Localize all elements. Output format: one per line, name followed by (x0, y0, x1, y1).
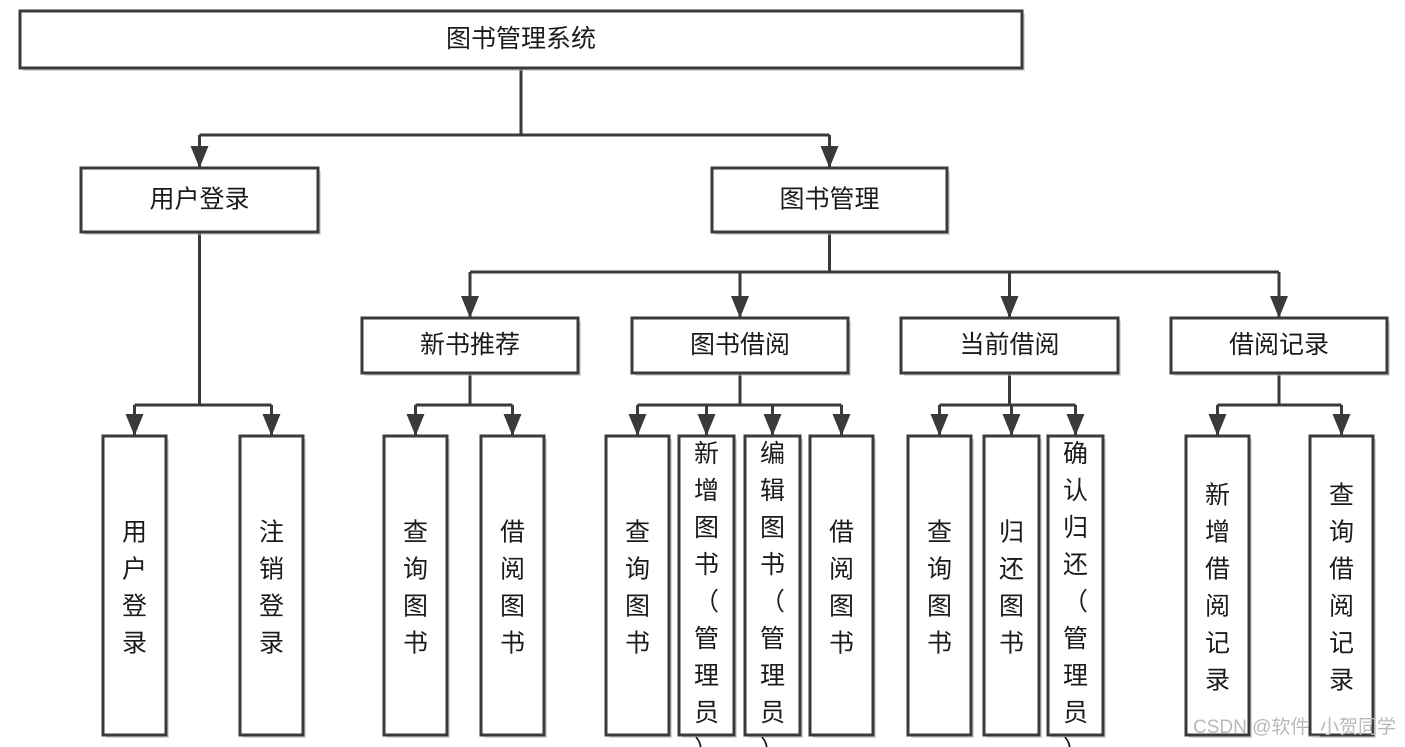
arrow-head-icon (1270, 296, 1288, 318)
arrow-head-icon (190, 146, 209, 168)
node-label: 借阅图书 (829, 518, 854, 657)
arrow-head-icon (1002, 414, 1021, 436)
node-leaf-book_borrow-2[interactable]: 新增图书（管理员） (677, 434, 737, 747)
node-rect[interactable] (79, 166, 320, 234)
node-rect[interactable] (677, 434, 736, 737)
node-rect[interactable] (899, 316, 1120, 375)
node-rect[interactable] (360, 316, 580, 375)
node-rect[interactable] (101, 434, 168, 737)
node-label: 确认归还（管理员） (1063, 440, 1088, 747)
node-level3-4[interactable]: 借阅记录 (1169, 316, 1390, 376)
node-rect[interactable] (982, 434, 1041, 737)
node-label: 查询图书 (403, 518, 428, 657)
node-level2-1[interactable]: 用户登录 (79, 166, 321, 235)
arrow-head-icon (930, 414, 949, 436)
node-label: 借阅图书 (500, 518, 525, 657)
node-label: 图书借阅 (690, 331, 790, 359)
arrow-head-icon (461, 296, 479, 318)
node-leaf-book_borrow-4[interactable]: 借阅图书 (808, 434, 876, 738)
node-leaf-book_borrow-1[interactable]: 查询图书 (604, 434, 672, 738)
node-rect[interactable] (743, 434, 802, 737)
node-rect[interactable] (18, 9, 1024, 70)
node-label: 查询图书 (625, 518, 650, 657)
node-rect[interactable] (1308, 434, 1375, 737)
node-rect[interactable] (1046, 434, 1105, 737)
node-rect[interactable] (808, 434, 875, 737)
node-leaf-current_borrow-2[interactable]: 归还图书 (982, 434, 1042, 738)
arrow-head-icon (820, 146, 839, 168)
node-label: 新增借阅记录 (1205, 481, 1230, 694)
arrow-head-icon (1332, 414, 1351, 436)
node-leaf-current_borrow-3[interactable]: 确认归还（管理员） (1046, 434, 1106, 747)
node-level3-2[interactable]: 图书借阅 (630, 316, 851, 376)
node-rect[interactable] (1184, 434, 1251, 737)
node-layer: 图书管理系统用户登录图书管理新书推荐图书借阅当前借阅借阅记录用户登录注销登录查询… (18, 9, 1390, 747)
node-rect[interactable] (238, 434, 305, 737)
node-rect[interactable] (906, 434, 973, 737)
node-label: 新增图书（管理员） (694, 440, 719, 747)
node-rect[interactable] (604, 434, 671, 737)
node-label: 注销登录 (259, 518, 284, 657)
node-label: 用户登录 (149, 186, 249, 214)
node-leaf-user_login-2[interactable]: 注销登录 (238, 434, 306, 738)
node-label: 归还图书 (999, 518, 1024, 657)
node-label: 图书管理 (779, 186, 879, 214)
arrow-head-icon (406, 414, 425, 436)
node-level3-3[interactable]: 当前借阅 (899, 316, 1121, 376)
node-leaf-new_book-1[interactable]: 查询图书 (382, 434, 450, 738)
node-label: 借阅记录 (1229, 331, 1329, 359)
node-rect[interactable] (382, 434, 449, 737)
node-leaf-book_borrow-3[interactable]: 编辑图书（管理员） (743, 434, 803, 747)
node-rect[interactable] (479, 434, 546, 737)
arrow-head-icon (262, 414, 281, 436)
arrow-head-icon (697, 414, 716, 436)
node-label: 图书管理系统 (446, 25, 596, 53)
connector-layer (125, 68, 1351, 436)
arrow-head-icon (628, 414, 647, 436)
arrow-head-icon (125, 414, 144, 436)
arrow-head-icon (1000, 296, 1019, 318)
node-rect[interactable] (630, 316, 850, 375)
arrow-head-icon (731, 296, 749, 318)
arrow-head-icon (503, 414, 522, 436)
node-label: 当前借阅 (959, 331, 1059, 359)
node-leaf-current_borrow-1[interactable]: 查询图书 (906, 434, 974, 738)
node-leaf-user_login-1[interactable]: 用户登录 (101, 434, 169, 738)
node-label: 新书推荐 (420, 331, 520, 359)
csdn-watermark: CSDN @软件_小贺同学 (1193, 716, 1396, 738)
node-leaf-new_book-2[interactable]: 借阅图书 (479, 434, 547, 738)
arrow-head-icon (763, 414, 782, 436)
node-leaf-borrow_record-2[interactable]: 查询借阅记录 (1308, 434, 1376, 738)
node-leaf-borrow_record-1[interactable]: 新增借阅记录 (1184, 434, 1252, 738)
arrow-head-icon (832, 414, 851, 436)
node-label: 编辑图书（管理员） (760, 440, 785, 747)
node-root-图书管理系统[interactable]: 图书管理系统 (18, 9, 1025, 71)
arrow-head-icon (1066, 414, 1085, 436)
node-level3-1[interactable]: 新书推荐 (360, 316, 581, 376)
node-rect[interactable] (1169, 316, 1389, 375)
node-label: 用户登录 (122, 518, 147, 657)
node-label: 查询借阅记录 (1329, 481, 1354, 694)
arrow-head-icon (1208, 414, 1227, 436)
node-rect[interactable] (710, 166, 949, 234)
node-level2-2[interactable]: 图书管理 (710, 166, 950, 235)
node-label: 查询图书 (927, 518, 952, 657)
